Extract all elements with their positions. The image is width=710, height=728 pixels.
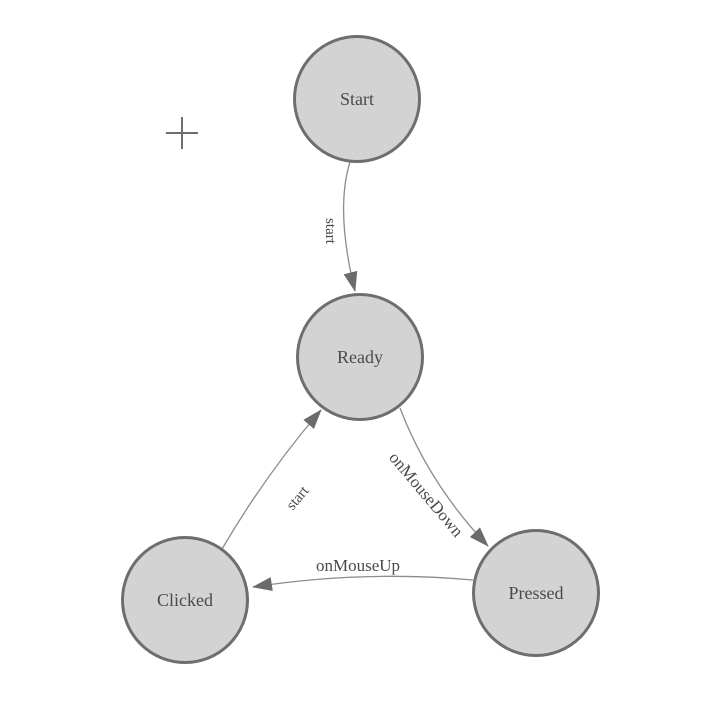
transition-edge-ready-to-pressed[interactable] [399,407,489,547]
state-node-start-circle[interactable] [293,35,421,163]
crosshair-pointer-icon [166,117,198,149]
state-node-pressed[interactable]: Pressed [472,529,600,657]
transition-label-start-to-ready: start [322,218,338,245]
state-node-ready[interactable]: Ready [296,293,424,421]
transition-edge-start-to-ready[interactable] [342,161,358,292]
state-node-clicked[interactable]: Clicked [121,536,249,664]
transition-edge-clicked-to-ready[interactable] [221,409,322,550]
state-nodes: Start Ready Clicked Pressed [121,35,600,664]
state-node-pressed-circle[interactable] [472,529,600,657]
transition-label-clicked-to-ready: start [284,483,313,514]
transition-label-ready-to-pressed: onMouseDown [385,448,467,541]
transition-edge-pressed-to-clicked[interactable] [252,575,474,592]
state-node-start[interactable]: Start [293,35,421,163]
state-node-ready-circle[interactable] [296,293,424,421]
transition-label-pressed-to-clicked: onMouseUp [316,556,400,575]
state-node-clicked-circle[interactable] [121,536,249,664]
